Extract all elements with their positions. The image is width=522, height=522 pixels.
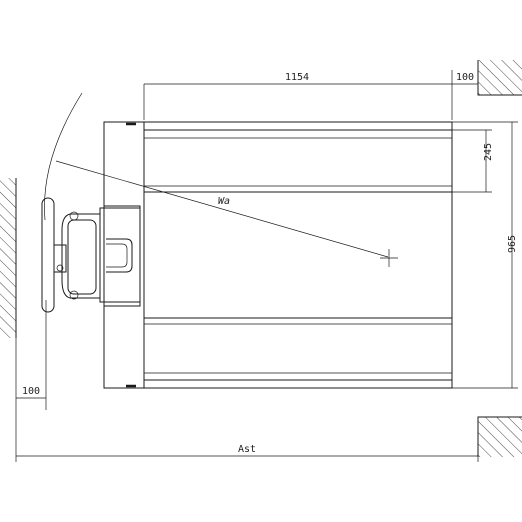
aisle-width-label: Ast (238, 444, 256, 455)
left-wall (0, 178, 17, 338)
dimension-overall-width: 965 (452, 121, 518, 389)
turning-radius-line (55, 160, 389, 258)
front-clearance-label: 100 (22, 386, 40, 397)
dimension-front-clearance: 100 (15, 300, 47, 462)
rear-clearance-label: 100 (456, 72, 474, 83)
turning-radius-label: Wa (218, 196, 230, 207)
dimension-fork-length: 1154 (143, 70, 453, 120)
dimension-rear-clearance: 100 (452, 70, 479, 95)
pallet-truck (41, 121, 453, 389)
bottom-right-wall (477, 416, 522, 457)
crosshair-icon (380, 249, 398, 267)
turning-arc (44, 92, 83, 221)
overall-width-label: 965 (507, 235, 518, 253)
dimension-aisle-width: Ast (16, 440, 479, 462)
top-right-wall (477, 60, 522, 96)
fork-width-label: 245 (483, 143, 494, 161)
dimension-fork-width: 245 (452, 129, 494, 193)
fork-length-label: 1154 (285, 72, 309, 83)
